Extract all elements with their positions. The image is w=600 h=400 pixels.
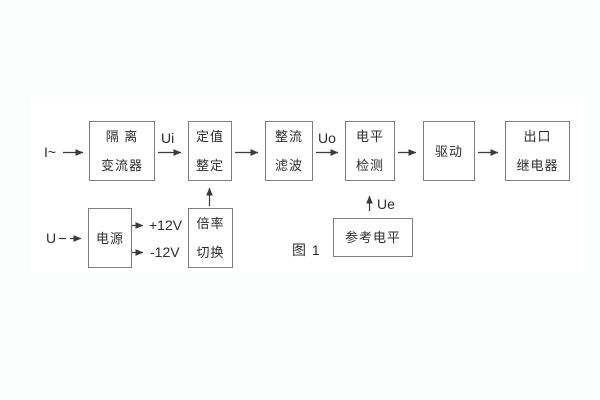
block-output-relay: 出口 继电器 (505, 121, 570, 181)
block-label-line: 出口 (523, 129, 552, 144)
block-setpoint-adjust: 定值 整定 (188, 121, 232, 181)
block-drive: 驱动 (423, 121, 475, 181)
figure-caption: 图 1 (292, 242, 321, 258)
block-label-line: 切换 (196, 245, 225, 260)
block-label-line: 整定 (195, 158, 224, 173)
block-label-line: 隔 离 (105, 129, 139, 144)
block-label-line: 继电器 (516, 158, 559, 173)
signal-ue-label: Ue (377, 196, 395, 212)
block-label-line: 滤波 (274, 158, 303, 173)
signal-input-voltage-label: U (46, 230, 57, 246)
block-label-line: 参考电平 (344, 230, 401, 245)
signal-minus12v-label: -12V (150, 244, 180, 260)
block-label-line: 倍率 (196, 216, 225, 231)
block-label-line: 整流 (274, 129, 303, 144)
signal-uo-label: Uo (318, 130, 336, 146)
signal-plus12v-label: +12V (149, 217, 183, 233)
block-ratio-switch: 倍率 切换 (188, 208, 233, 268)
block-reference-level: 参考电平 (333, 218, 413, 257)
block-rectifier-filter: 整流 滤波 (265, 121, 313, 181)
signal-input-current-label: I~ (44, 144, 57, 160)
signal-ui-label: Ui (161, 130, 175, 146)
block-label-line: 电源 (95, 230, 124, 246)
block-label-line: 电平 (355, 129, 384, 144)
block-label-line: 定值 (195, 129, 224, 144)
block-power-supply: 电源 (88, 208, 132, 268)
block-label-line: 变流器 (100, 158, 143, 173)
block-isolation-transformer: 隔 离 变流器 (89, 121, 155, 181)
block-level-detect: 电平 检测 (345, 121, 395, 181)
block-label-line: 驱动 (434, 143, 463, 159)
block-label-line: 检测 (355, 158, 384, 173)
